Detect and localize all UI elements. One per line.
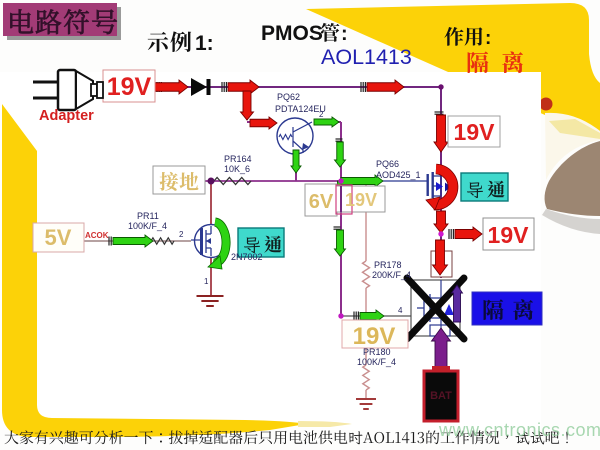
svg-text:5V: 5V	[45, 225, 72, 250]
svg-text:PDTA124EU: PDTA124EU	[275, 104, 326, 114]
svg-text:19V: 19V	[488, 222, 530, 248]
svg-text:AOD425_1: AOD425_1	[376, 170, 421, 180]
svg-text:19V: 19V	[454, 119, 496, 145]
svg-text:www.cntronics.com: www.cntronics.com	[438, 420, 600, 440]
svg-text:19V: 19V	[107, 73, 152, 101]
svg-text:PQ66: PQ66	[376, 159, 399, 169]
svg-text:19V: 19V	[345, 190, 377, 210]
svg-text:PQ62: PQ62	[277, 92, 300, 102]
svg-text:6V: 6V	[309, 191, 334, 213]
svg-text:ACOK: ACOK	[85, 231, 109, 240]
svg-text:PR164: PR164	[224, 154, 252, 164]
svg-text::: :	[485, 28, 491, 49]
svg-text:2: 2	[319, 110, 324, 119]
svg-text:1: 1	[204, 277, 209, 286]
svg-text:Adapter: Adapter	[39, 108, 94, 124]
svg-text:PR180: PR180	[363, 347, 391, 357]
svg-text:10K_6: 10K_6	[224, 164, 250, 174]
svg-text:4: 4	[398, 306, 403, 315]
svg-text:19V: 19V	[353, 323, 396, 350]
svg-text:200K/F_4: 200K/F_4	[372, 270, 411, 280]
svg-text:BAT: BAT	[430, 390, 452, 402]
svg-text:2N7002: 2N7002	[231, 252, 263, 262]
svg-text:1:: 1:	[195, 32, 214, 55]
svg-text::: :	[341, 23, 348, 45]
svg-text:PMOS: PMOS	[261, 22, 323, 45]
svg-text:100K/F_4: 100K/F_4	[128, 221, 167, 231]
svg-text:AOL1413: AOL1413	[321, 45, 412, 69]
svg-text:PR11: PR11	[137, 211, 159, 221]
svg-text:100K/F_4: 100K/F_4	[357, 357, 396, 367]
svg-text:2: 2	[179, 230, 184, 239]
svg-text:PR178: PR178	[374, 260, 402, 270]
